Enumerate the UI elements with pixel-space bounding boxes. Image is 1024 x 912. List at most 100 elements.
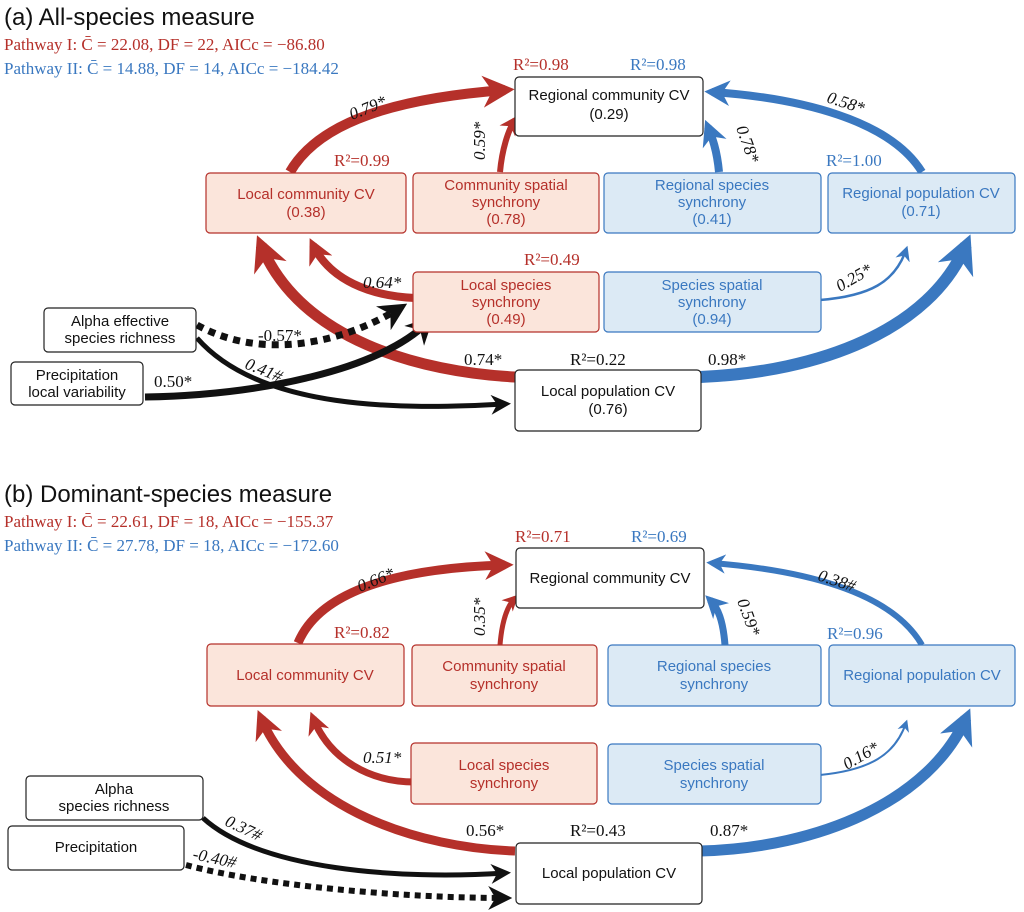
node-regional-community-cv: Regional community CV: [515, 547, 705, 609]
node-species-spatial-synchrony: Species spatial synchrony (0.94): [603, 271, 822, 333]
pathway2-stats: Pathway II: C̄ = 14.88, DF = 14, AICc = …: [4, 59, 339, 78]
coef-rss-to-rcc: 0.59*: [733, 596, 764, 639]
coef-lss-to-lcc: 0.51*: [363, 748, 402, 767]
svg-text:synchrony: synchrony: [472, 294, 541, 311]
svg-text:Alpha effective: Alpha effective: [71, 313, 169, 330]
node-driver-alpha-effective-richness: Alpha effective species richness: [43, 307, 197, 353]
r2-regional-population-cv: R²=0.96: [827, 624, 883, 643]
r2-regional-community-cv-pathway1: R²=0.71: [515, 527, 571, 546]
svg-text:Community spatial: Community spatial: [444, 177, 567, 194]
svg-text:species richness: species richness: [65, 330, 176, 347]
coef-css-to-rcc: 0.35*: [470, 597, 489, 636]
r2-regional-community-cv-pathway2: R²=0.69: [631, 527, 687, 546]
path-lss-to-lcc: [309, 238, 416, 302]
node-regional-species-synchrony: Regional species synchrony (0.41): [603, 172, 822, 234]
coef-driver1-to-lss: -0.57*: [258, 326, 302, 345]
path-sss-to-rpc: [819, 245, 910, 302]
svg-text:synchrony: synchrony: [680, 676, 749, 693]
node-regional-community-cv: Regional community CV (0.29): [514, 76, 704, 137]
r2-regional-community-cv-pathway2: R²=0.98: [630, 55, 686, 74]
path-lpc-to-lcc: [255, 710, 516, 856]
pathway2-stats: Pathway II: C̄ = 27.78, DF = 18, AICc = …: [4, 536, 339, 555]
r2-regional-population-cv: R²=1.00: [826, 151, 882, 170]
r2-local-species-synchrony: R²=0.49: [524, 250, 580, 269]
svg-text:Local community CV: Local community CV: [236, 667, 374, 684]
path-lpc-to-lcc: [254, 235, 516, 383]
panel-title: (a) All-species measure: [4, 4, 255, 31]
coef-driver2-to-lss: 0.50*: [154, 372, 192, 391]
node-local-population-cv: Local population CV (0.76): [514, 369, 702, 432]
svg-text:Species spatial: Species spatial: [662, 277, 763, 294]
node-community-spatial-synchrony: Community spatial synchrony (0.78): [412, 172, 600, 234]
svg-text:(0.41): (0.41): [692, 211, 731, 228]
path-driver2-to-lpc: [185, 862, 513, 910]
coef-lpc-to-rpc: 0.98*: [708, 350, 746, 369]
panel-a: (a) All-species measure Pathway I: C̄ = …: [4, 4, 1016, 432]
path-driver1-to-lss: [195, 303, 408, 349]
svg-text:(0.49): (0.49): [486, 311, 525, 328]
svg-text:Local population CV: Local population CV: [542, 865, 676, 882]
panel-b: (b) Dominant-species measure Pathway I: …: [4, 481, 1016, 910]
svg-text:Precipitation: Precipitation: [36, 367, 119, 384]
node-community-spatial-synchrony: Community spatial synchrony: [411, 644, 598, 707]
r2-local-community-cv: R²=0.99: [334, 151, 390, 170]
svg-text:synchrony: synchrony: [472, 194, 541, 211]
svg-text:(0.71): (0.71): [901, 203, 940, 220]
path-rss-to-rcc: [702, 119, 727, 173]
coef-lpc-to-rpc: 0.87*: [710, 821, 748, 840]
coef-lpc-to-lcc: 0.74*: [464, 350, 502, 369]
svg-text:Regional community CV: Regional community CV: [530, 570, 691, 587]
svg-text:Community spatial: Community spatial: [442, 658, 565, 675]
path-rpc-to-rcc: [706, 554, 925, 647]
svg-text:Species spatial: Species spatial: [664, 757, 765, 774]
svg-text:Regional species: Regional species: [655, 177, 769, 194]
svg-text:synchrony: synchrony: [678, 194, 747, 211]
svg-text:Local species: Local species: [461, 277, 552, 294]
node-regional-population-cv: Regional population CV: [828, 644, 1016, 707]
coef-css-to-rcc: 0.59*: [470, 121, 489, 160]
coef-driver1-to-lpc: 0.37#: [222, 811, 265, 845]
svg-text:(0.94): (0.94): [692, 311, 731, 328]
svg-text:Regional community CV: Regional community CV: [529, 87, 690, 104]
coef-sss-to-rpc: 0.16*: [840, 738, 883, 774]
path-driver2-to-lss: [144, 316, 434, 401]
pathway1-stats: Pathway I: C̄ = 22.61, DF = 18, AICc = −…: [4, 512, 334, 531]
path-sss-to-rpc: [819, 719, 909, 776]
svg-text:Regional species: Regional species: [657, 658, 771, 675]
node-species-spatial-synchrony: Species spatial synchrony: [607, 743, 822, 805]
svg-text:synchrony: synchrony: [678, 294, 747, 311]
path-driver1-to-lpc: [201, 816, 511, 884]
svg-text:synchrony: synchrony: [470, 775, 539, 792]
node-local-community-cv: Local community CV: [206, 643, 405, 707]
path-rss-to-rcc: [705, 595, 730, 646]
node-local-population-cv: Local population CV: [515, 842, 703, 905]
node-local-species-synchrony: Local species synchrony: [410, 742, 598, 805]
node-driver-precipitation: Precipitation: [7, 825, 185, 871]
path-lcc-to-rcc: [293, 551, 514, 645]
panel-title: (b) Dominant-species measure: [4, 481, 332, 508]
svg-text:Local species: Local species: [459, 757, 550, 774]
node-driver-precipitation-variability: Precipitation local variability: [10, 361, 144, 406]
coef-rpc-to-rcc: 0.38#: [816, 566, 859, 596]
r2-local-community-cv: R²=0.82: [334, 623, 390, 642]
r2-regional-community-cv-pathway1: R²=0.98: [513, 55, 569, 74]
path-driver1-to-lpc: [195, 336, 511, 415]
svg-text:(0.76): (0.76): [588, 401, 627, 418]
coef-rss-to-rcc: 0.78*: [732, 123, 763, 166]
node-local-species-synchrony: Local species synchrony (0.49): [412, 271, 600, 333]
path-rpc-to-rcc: [704, 80, 926, 175]
node-local-community-cv: Local community CV (0.38): [205, 172, 407, 234]
coef-lcc-to-rcc: 0.66*: [354, 564, 397, 596]
path-lpc-to-rpc: [699, 234, 974, 383]
r2-local-population-cv: R²=0.22: [570, 350, 626, 369]
svg-text:Local community CV: Local community CV: [237, 186, 375, 203]
node-regional-species-synchrony: Regional species synchrony: [607, 644, 822, 707]
path-css-to-rcc: [497, 115, 519, 173]
node-driver-alpha-richness: Alpha species richness: [25, 775, 204, 821]
svg-text:(0.78): (0.78): [486, 211, 525, 228]
svg-text:(0.38): (0.38): [286, 204, 325, 221]
r2-local-population-cv: R²=0.43: [570, 821, 626, 840]
node-regional-population-cv: Regional population CV (0.71): [827, 172, 1016, 234]
svg-text:Regional population CV: Regional population CV: [843, 667, 1001, 684]
